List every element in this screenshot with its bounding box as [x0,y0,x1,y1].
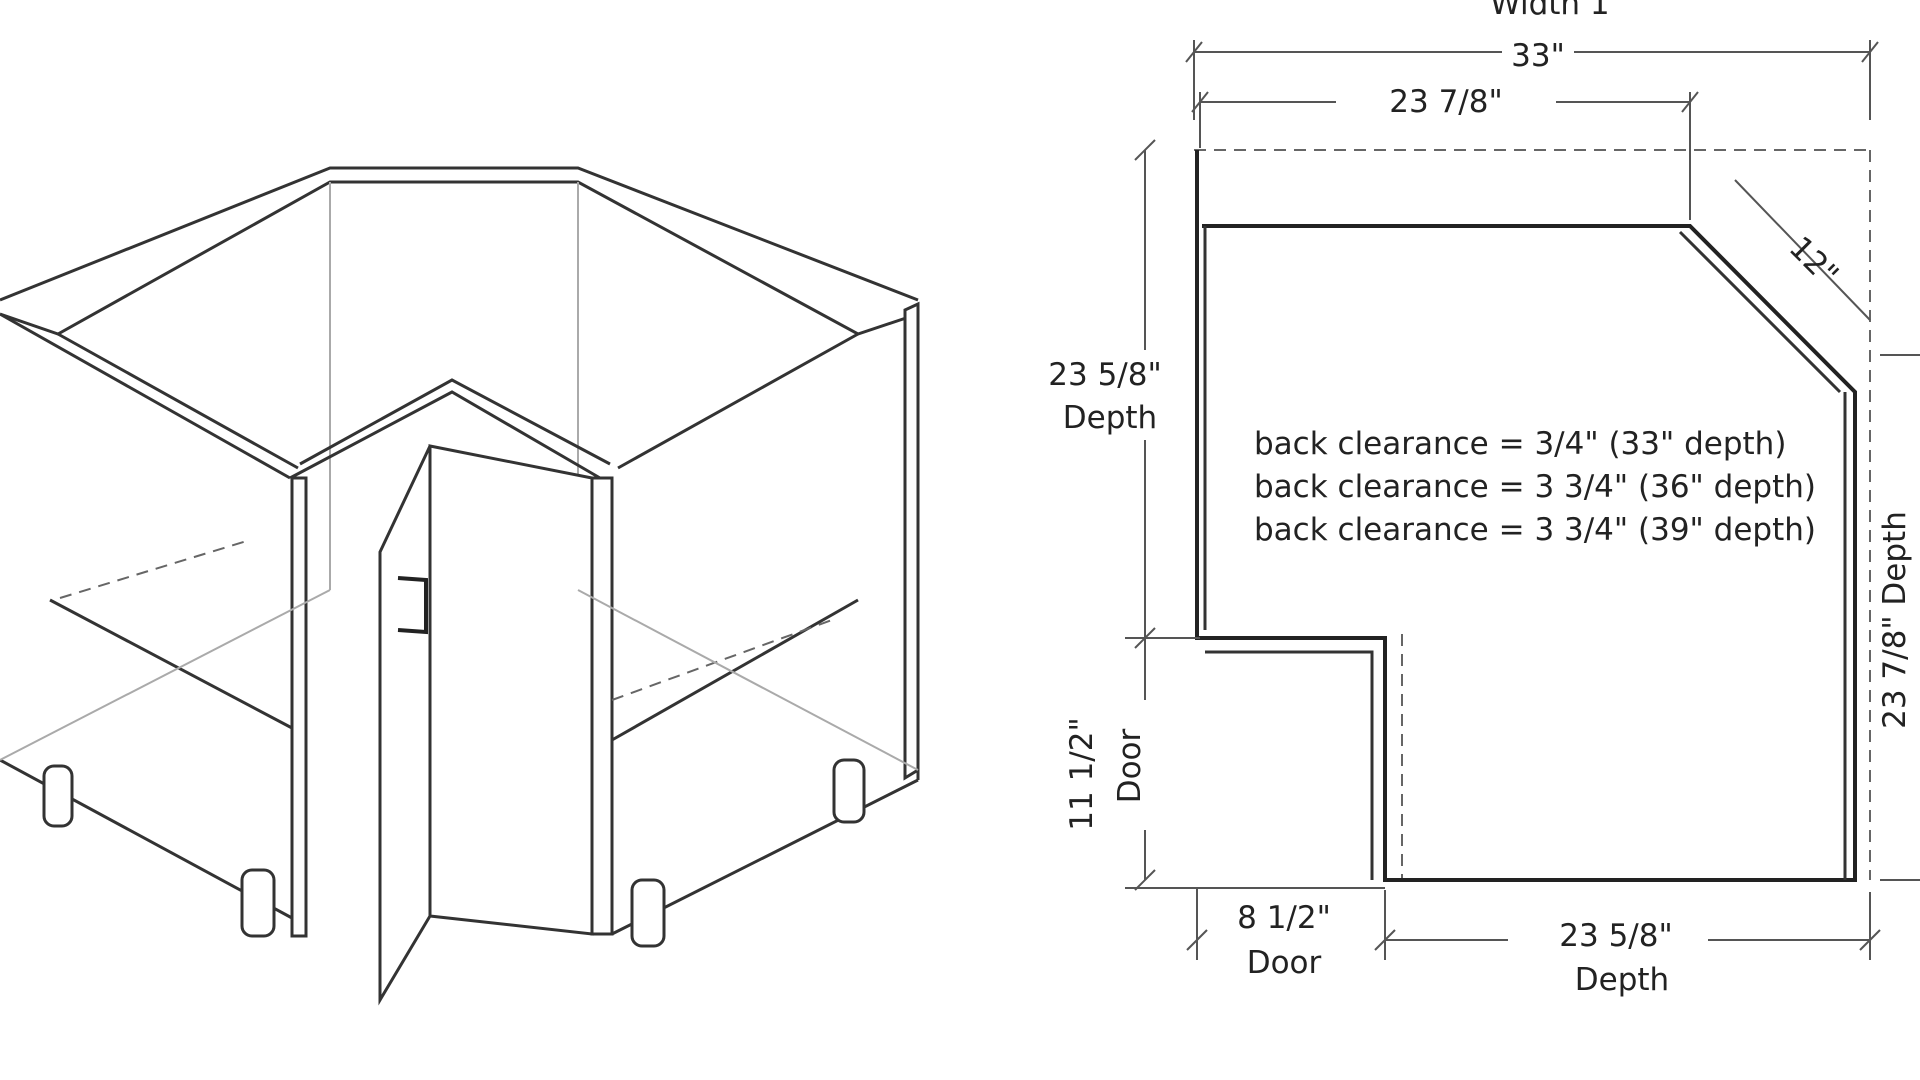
leg-icon [630,878,666,948]
bottom-depth-word-label: Depth [1575,962,1669,998]
isometric-cabinet-drawing [0,166,920,1006]
left-depth-word-label: Depth [1063,400,1157,436]
width-dimension-label: 33" [1511,38,1565,74]
left-door-dimension-label: 11 1/2" [1064,717,1100,830]
leg-icon [42,764,74,828]
bottom-depth-dimension-label: 23 5/8" [1559,918,1672,954]
partial-top-label: Width 1 [1490,0,1610,22]
clearance-note-39: back clearance = 3 3/4" (39" depth) [1254,512,1816,548]
leg-icon [240,868,276,938]
leg-icon [832,758,866,824]
bottom-door-dimension-label: 8 1/2" [1237,900,1331,936]
clearance-note-36: back clearance = 3 3/4" (36" depth) [1254,469,1816,505]
left-depth-dimension-label: 23 5/8" [1048,357,1161,393]
side-width-dimension-label: 23 7/8" [1389,84,1502,120]
clearance-note-33: back clearance = 3/4" (33" depth) [1254,426,1786,462]
bottom-door-word-label: Door [1247,945,1322,981]
right-depth-dimension-label: 23 7/8" Depth [1877,511,1913,729]
left-door-word-label: Door [1112,728,1148,803]
